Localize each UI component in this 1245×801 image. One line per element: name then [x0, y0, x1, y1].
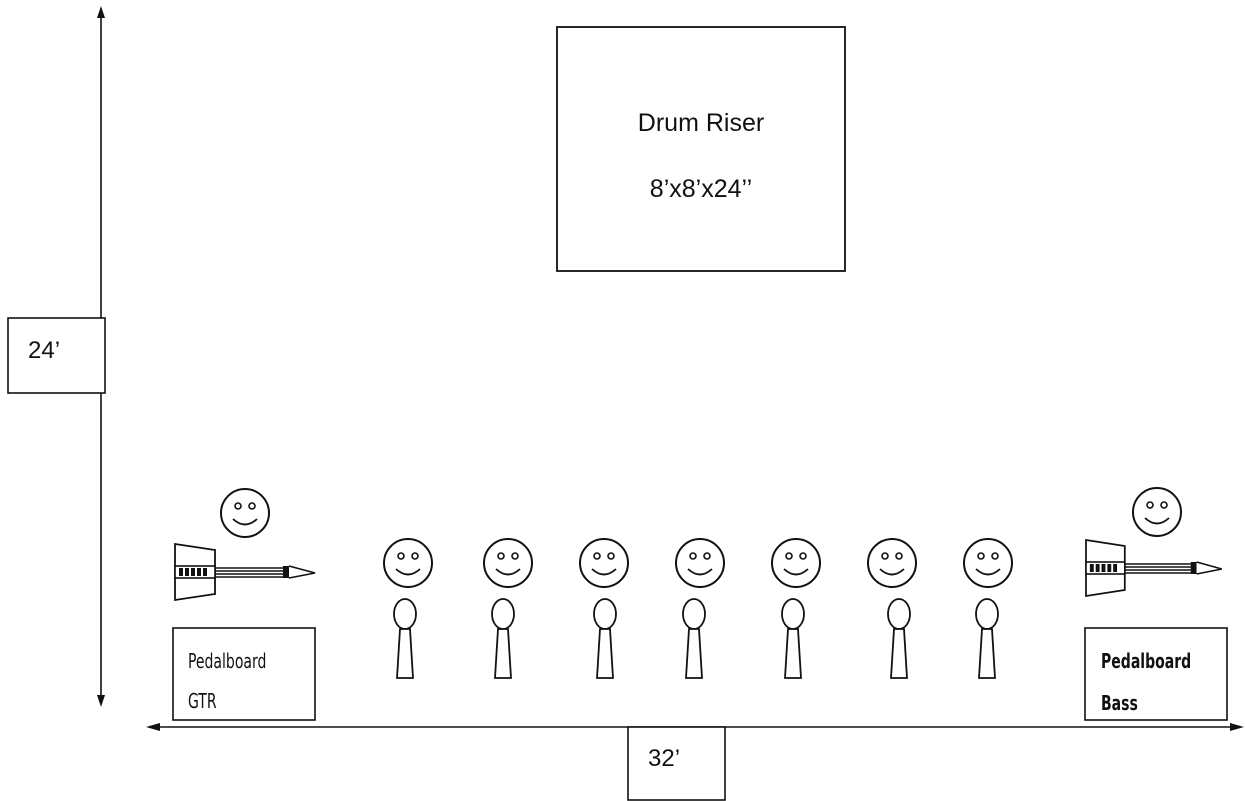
- bass-icon: [1085, 539, 1223, 597]
- bassist: [1085, 487, 1223, 597]
- microphone-icon: [682, 598, 706, 679]
- pedalboard-bass-line2: Bass: [1101, 692, 1138, 715]
- vocalist-head-icon: [771, 538, 821, 588]
- microphone-icon: [781, 598, 805, 679]
- microphone-icon: [393, 598, 417, 679]
- vocalist-row: [383, 538, 1013, 679]
- vocalist-1: [383, 538, 433, 679]
- pedalboard-gtr: Pedalboard GTR: [172, 627, 316, 721]
- vocalist-head-icon: [963, 538, 1013, 588]
- pedalboard-gtr-line2: GTR: [188, 690, 217, 713]
- vocalist-head-icon: [867, 538, 917, 588]
- depth-dimension-label-box: 24’: [7, 317, 106, 394]
- vocalist-2: [483, 538, 533, 679]
- pedalboard-gtr-line1: Pedalboard: [188, 650, 266, 673]
- microphone-icon: [887, 598, 911, 679]
- drum-riser-title: Drum Riser: [638, 109, 764, 137]
- depth-dimension-label: 24’: [28, 337, 60, 364]
- guitarist: [174, 488, 316, 601]
- vocalist-4: [675, 538, 725, 679]
- vocalist-7: [963, 538, 1013, 679]
- vocalist-head-icon: [483, 538, 533, 588]
- width-dimension-label: 32’: [648, 745, 680, 772]
- vocalist-3: [579, 538, 629, 679]
- guitarist-head-icon: [220, 488, 270, 538]
- guitar-icon: [174, 543, 316, 601]
- vocalist-6: [867, 538, 917, 679]
- pedalboard-bass-line1: Pedalboard: [1101, 650, 1191, 673]
- drum-riser: Drum Riser 8’x8’x24’’: [556, 26, 846, 272]
- microphone-icon: [491, 598, 515, 679]
- vocalist-5: [771, 538, 821, 679]
- width-dimension-label-box: 32’: [627, 726, 726, 801]
- vocalist-head-icon: [383, 538, 433, 588]
- pedalboard-bass: Pedalboard Bass: [1084, 627, 1228, 721]
- vocalist-head-icon: [579, 538, 629, 588]
- vocalist-head-icon: [675, 538, 725, 588]
- bassist-head-icon: [1132, 487, 1182, 537]
- microphone-icon: [975, 598, 999, 679]
- microphone-icon: [593, 598, 617, 679]
- drum-riser-size: 8’x8’x24’’: [650, 175, 752, 203]
